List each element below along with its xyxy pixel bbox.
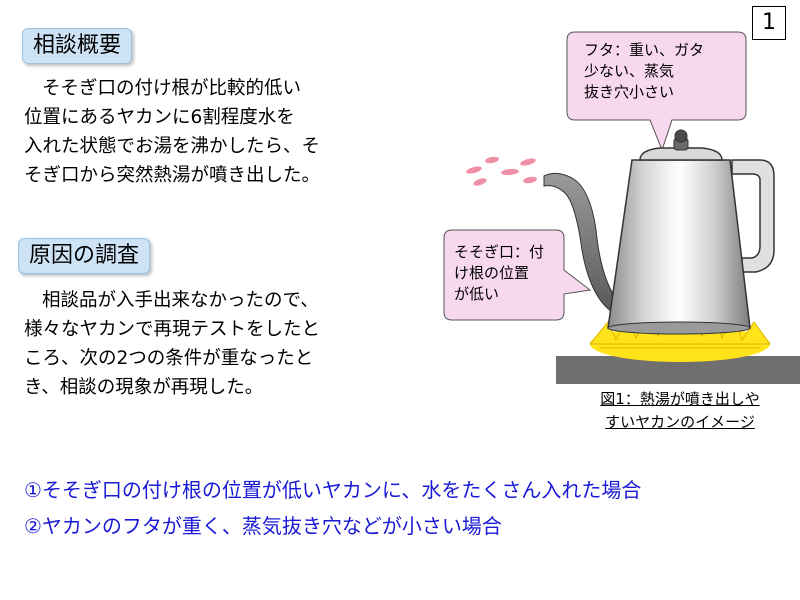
page-number: 1 — [752, 6, 786, 40]
callout-spout-line: が低い — [454, 285, 500, 303]
callout-lid-text: フタ：重い、ガタ 少ない、蒸気 抜き穴小さい — [584, 40, 704, 103]
investigation-line: 相談品が入手出来なかったので、 — [42, 290, 319, 311]
caption-line: すいヤカンのイメージ — [605, 413, 755, 431]
callout-lid-line: 抜き穴小さい — [584, 83, 675, 101]
callout-spout-line: そそぎ口：付 — [454, 243, 545, 261]
callout-spout-text: そそぎ口：付 け根の位置 が低い — [454, 242, 544, 305]
steam-drops — [466, 156, 537, 186]
investigation-line: ころ、次の2つの条件が重なったと — [24, 348, 314, 369]
callout-spout-line: け根の位置 — [454, 264, 530, 282]
kettle-lid — [639, 129, 723, 161]
callout-lid-line: フタ：重い、ガタ — [584, 41, 705, 59]
investigation-line: 様々なヤカンで再現テストをしたと — [24, 319, 321, 340]
kettle-spout — [543, 172, 613, 313]
kettle-body — [607, 159, 751, 329]
summary-heading: 相談概要 — [22, 28, 133, 64]
investigation-paragraph: 相談品が入手出来なかったので、 様々なヤカンで再現テストをしたと ころ、次の2つ… — [24, 286, 424, 402]
callout-lid-line: 少ない、蒸気 — [584, 62, 675, 80]
summary-line: 位置にあるヤカンに6割程度水を — [24, 107, 295, 128]
flame-icon — [588, 308, 771, 362]
investigation-heading: 原因の調査 — [18, 238, 151, 274]
summary-paragraph: そそぎ口の付け根が比較的低い 位置にあるヤカンに6割程度水を 入れた状態でお湯を… — [24, 74, 424, 190]
investigation-line: き、相談の現象が再現した。 — [24, 377, 264, 398]
caption-line: 図1：熱湯が噴き出しや — [600, 390, 760, 408]
kettle-handle — [731, 159, 775, 273]
figure-caption: 図1：熱湯が噴き出しや すいヤカンのイメージ — [560, 388, 800, 434]
summary-line: そそぎ口の付け根が比較的低い — [42, 78, 302, 99]
summary-line: そぎ口から突然熱湯が噴き出した。 — [24, 165, 321, 186]
condition-2: ②ヤカンのフタが重く、蒸気抜き穴などが小さい場合 — [24, 514, 502, 538]
stove-top — [556, 356, 800, 384]
summary-line: 入れた状態でお湯を沸かしたら、そ — [24, 136, 321, 157]
condition-1: ①そそぎ口の付け根の位置が低いヤカンに、水をたくさん入れた場合 — [24, 478, 642, 502]
